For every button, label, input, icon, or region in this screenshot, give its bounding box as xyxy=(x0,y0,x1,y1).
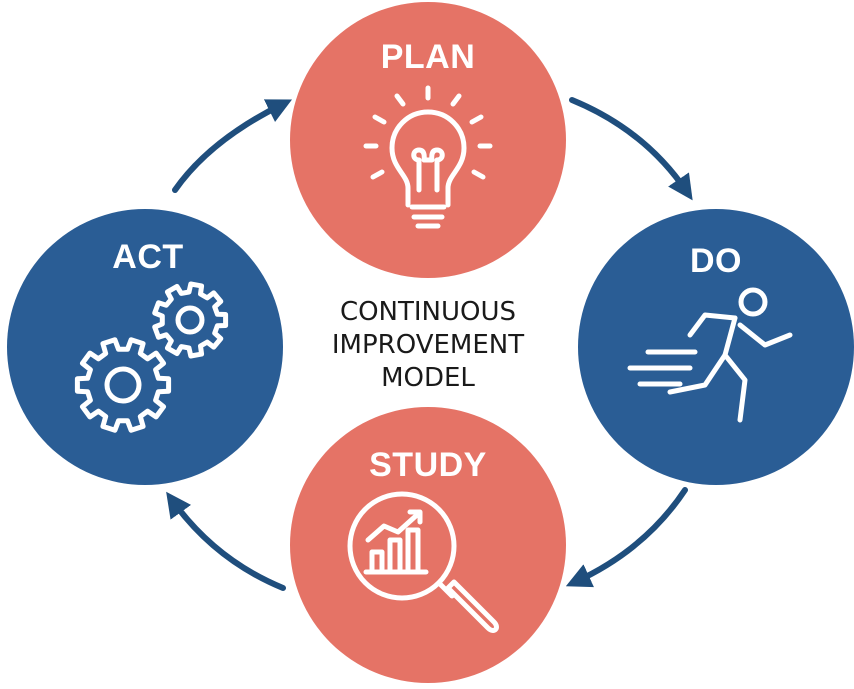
magnifier-chart-icon xyxy=(347,491,499,633)
small-gear-icon xyxy=(152,281,229,359)
act-circle xyxy=(7,209,283,485)
do-stage: DO xyxy=(578,209,854,485)
study-circle xyxy=(290,407,566,683)
arrow-plan-to-do xyxy=(569,97,693,201)
study-title: STUDY xyxy=(369,446,487,484)
gears-icon xyxy=(74,281,229,433)
plan-title: PLAN xyxy=(381,38,476,76)
arrow-study-to-act xyxy=(166,491,286,591)
center-label-line-3: MODEL xyxy=(381,363,475,393)
act-stage: ACT xyxy=(7,209,283,485)
center-label-line-1: CONTINUOUS xyxy=(340,297,516,327)
plan-stage: PLAN xyxy=(290,2,566,278)
lightbulb-icon xyxy=(363,85,493,229)
large-gear-icon xyxy=(74,337,172,433)
study-stage: STUDY xyxy=(290,407,566,683)
act-title: ACT xyxy=(112,238,183,276)
do-title: DO xyxy=(690,242,742,280)
arrow-act-to-plan xyxy=(172,99,293,193)
plan-circle xyxy=(290,2,566,278)
center-label: CONTINUOUS IMPROVEMENT MODEL xyxy=(332,297,524,393)
center-label-line-2: IMPROVEMENT xyxy=(332,330,524,360)
do-circle xyxy=(578,209,854,485)
arrow-do-to-study xyxy=(565,487,688,588)
running-person-icon xyxy=(627,287,793,423)
